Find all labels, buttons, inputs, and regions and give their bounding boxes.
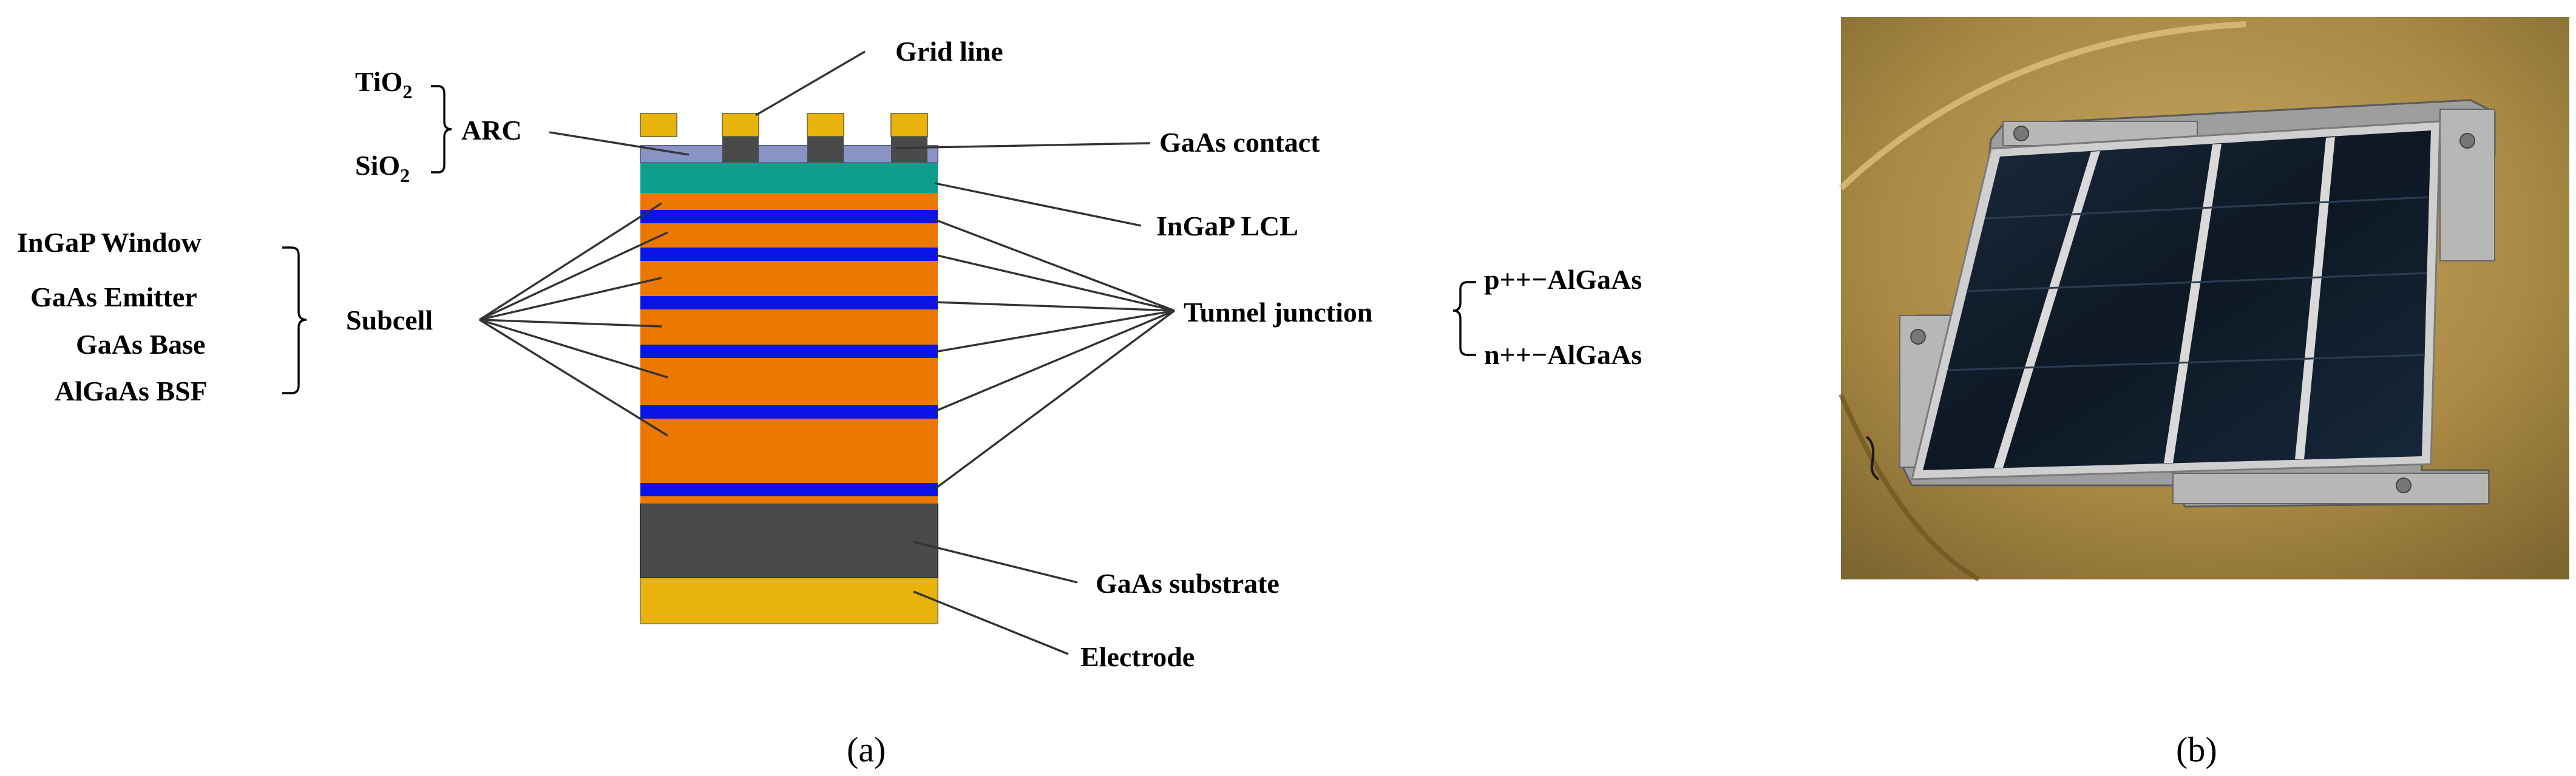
tab-bottom [2172,473,2489,504]
subcell-layer-4 [640,358,938,405]
grid-line-label: Grid line [895,36,1003,67]
gaas-contact-2 [807,137,844,163]
panel-b-caption: (b) [2176,730,2217,769]
screw-4 [2396,477,2412,493]
tunnel-junction-layer-1 [640,210,938,223]
gaas-emitter-label: GaAs Emitter [30,282,197,312]
subcell-layer-2 [640,261,938,296]
grid-line-gold-4 [890,113,928,137]
gaas-substrate-layer [640,503,938,578]
ingap-window-layer [640,193,938,210]
electrode-label: Electrode [1080,641,1195,672]
ingap-lcl-label: InGaP LCL [1156,211,1298,241]
p-algaas-label: p++−AlGaAs [1484,264,1642,295]
screw-3 [1910,329,1926,345]
ingap-window-label: InGaP Window [17,227,202,258]
plate-edge-arc [1839,21,2246,191]
arc-bracket [431,85,452,174]
screw-1 [2013,126,2029,141]
brackets [282,85,1476,394]
gaas-base-label: GaAs Base [76,329,205,360]
cell-line-2 [1966,272,2427,292]
orange-gap-bottom [640,496,938,504]
grid-line-gold-2 [722,113,759,137]
subcell-bracket [282,246,307,394]
bus-bar-3 [2295,137,2335,459]
arc-layer [640,145,938,163]
gaas-substrate-label: GaAs substrate [1096,568,1280,599]
screw-2 [2459,133,2475,149]
leader-lines [479,50,1176,655]
subcell-layer-5 [640,419,938,483]
ingap-lcl-layer [640,163,938,193]
subcell-layer-1 [640,223,938,248]
layer-stack [640,113,938,624]
cell-line-1 [1984,196,2429,220]
grid-line-gold-3 [807,113,844,137]
grid-lines [640,113,928,163]
tunnel-junction-bracket [1452,281,1476,356]
subcell-label: Subcell [346,305,433,336]
gaas-contact-1 [722,137,759,163]
bus-bar-1 [1994,151,2100,468]
plate-edge-arc-2 [1839,393,1981,582]
subcell-layer-3 [640,309,938,345]
tunnel-junction-layer-6 [640,483,938,496]
grid-line-gold-1 [640,113,677,137]
n-algaas-label: n++−AlGaAs [1484,339,1642,370]
arc-label: ARC [461,115,522,146]
tunnel-junction-label: Tunnel junction [1184,297,1373,328]
electrode-layer [640,577,938,624]
gaas-contact-3 [891,137,927,163]
algaas-bsf-label: AlGaAs BSF [55,376,208,407]
tunnel-junction-layer-5 [640,405,938,419]
tunnel-junction-layer-3 [640,296,938,309]
sio2-label: SiO2 [355,150,410,186]
panel-a-caption: (a) [847,730,886,769]
tunnel-junction-layer-4 [640,345,938,358]
tunnel-junction-layer-2 [640,248,938,261]
solar-cell-photo [1839,17,2569,582]
labels: Grid line TiO2 SiO2 ARC GaAs contact InG… [17,36,2217,769]
bus-bar-2 [2164,144,2222,463]
cell-line-3 [1948,354,2425,371]
tio2-label: TiO2 [355,66,412,103]
wire [1865,436,1880,481]
tab-right [2439,109,2495,261]
gaas-contact-label: GaAs contact [1159,127,1320,158]
